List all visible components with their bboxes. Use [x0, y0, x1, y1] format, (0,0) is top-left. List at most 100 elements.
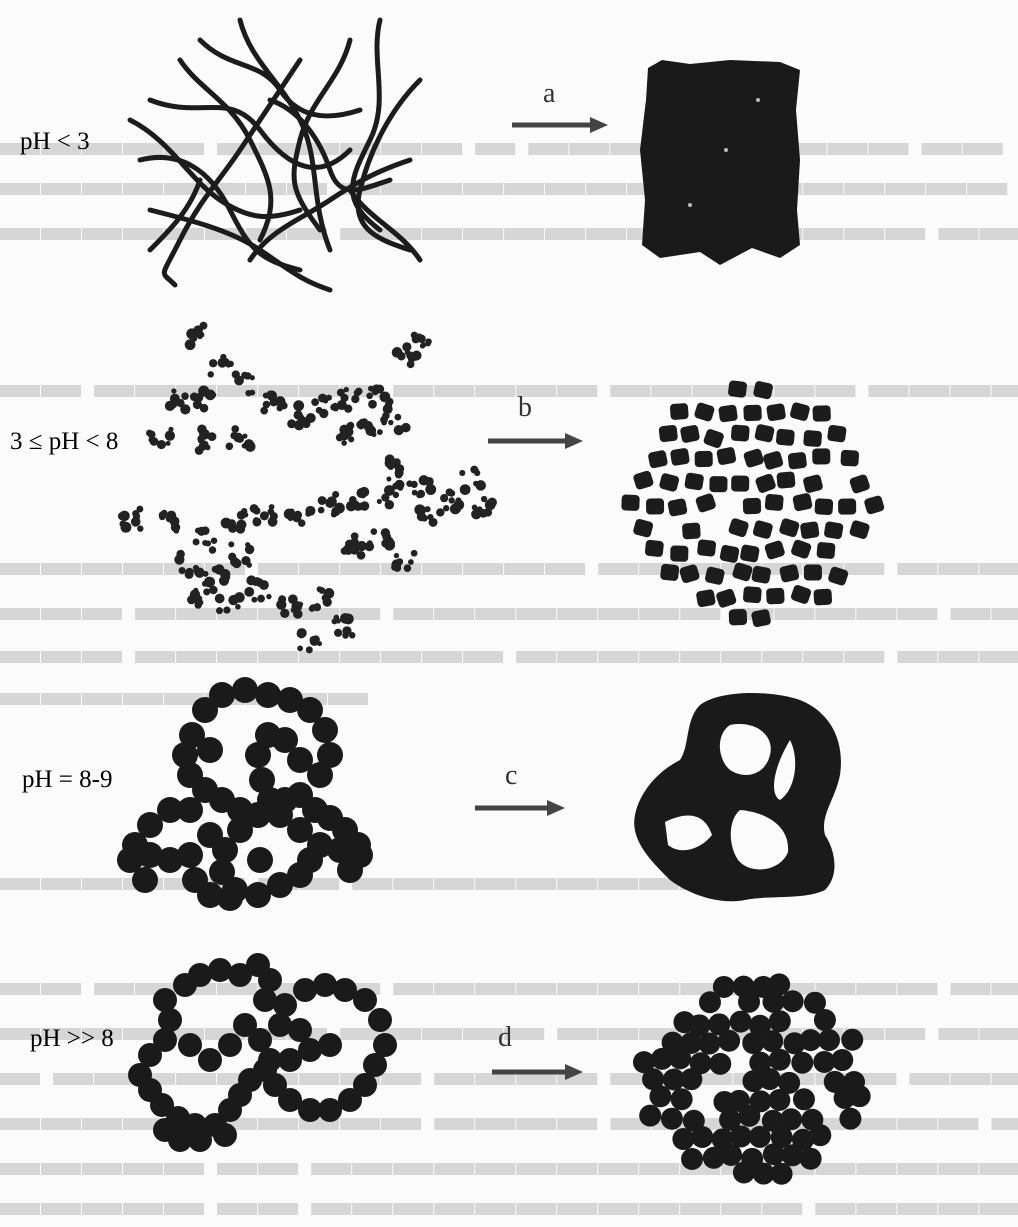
- fractal-particle: [406, 480, 413, 487]
- fractal-particle: [171, 395, 178, 402]
- fractal-particle: [481, 496, 487, 502]
- bead: [312, 717, 338, 743]
- fractal-particle: [211, 537, 217, 543]
- fractal-particle: [412, 351, 422, 361]
- fractal-particle: [436, 508, 444, 516]
- fractal-particle: [251, 597, 257, 603]
- fractal-particle: [223, 606, 230, 613]
- compact-bead: [782, 990, 804, 1012]
- fractal-particle: [233, 433, 243, 443]
- fractal-particle: [211, 392, 216, 397]
- compact-bead: [769, 1010, 791, 1032]
- step-letter-d: d: [498, 1022, 512, 1054]
- fractal-particle: [197, 425, 206, 434]
- bead: [178, 1033, 202, 1057]
- fractal-particle: [404, 564, 412, 572]
- fractal-particle: [385, 454, 395, 464]
- fractal-particle: [176, 550, 184, 558]
- packed-particle: [731, 425, 750, 442]
- fractal-particle: [203, 588, 210, 595]
- fractal-particle: [166, 441, 171, 446]
- arrow-b: [488, 433, 583, 449]
- fractal-particle: [270, 398, 278, 406]
- compact-bead: [698, 1033, 720, 1055]
- packed-particle: [827, 425, 847, 443]
- bead: [353, 988, 377, 1012]
- fractal-particle: [214, 564, 224, 574]
- fractal-particle: [392, 347, 403, 358]
- compact-bead: [730, 1125, 752, 1147]
- packed-particle: [827, 566, 849, 587]
- fractal-particle: [179, 567, 186, 574]
- fractal-particle: [288, 594, 298, 604]
- condition-label-d: pH >> 8: [30, 1025, 114, 1053]
- fractal-particle: [381, 420, 387, 426]
- packed-particle: [764, 540, 786, 561]
- fractal-particle: [425, 338, 431, 344]
- fractal-particle: [209, 546, 216, 553]
- fractal-particle: [293, 400, 304, 411]
- bead: [297, 847, 323, 873]
- fractal-particle: [244, 372, 251, 379]
- fractal-particle: [349, 496, 356, 503]
- fused-network: [634, 693, 841, 901]
- packed-particle: [670, 545, 688, 561]
- packed-particle: [792, 492, 813, 511]
- bead: [255, 682, 281, 708]
- fractal-particle: [199, 322, 207, 330]
- fractal-particle: [318, 496, 327, 505]
- fractal-particle: [148, 437, 153, 442]
- fractal-particle: [347, 422, 354, 429]
- fractal-particle: [331, 511, 337, 517]
- fractal-particle: [171, 388, 176, 393]
- fractal-particle: [449, 497, 455, 503]
- packed-particle: [743, 405, 762, 422]
- fractal-clusters: [118, 322, 497, 654]
- fractal-particle: [381, 493, 389, 501]
- packed-particle: [787, 452, 807, 470]
- fractal-particle: [280, 402, 288, 410]
- packed-particle: [766, 403, 786, 422]
- packed-particle: [838, 499, 856, 515]
- fractal-particle: [367, 540, 373, 546]
- fractal-particle: [345, 540, 354, 549]
- fractal-particle: [455, 497, 461, 503]
- compact-bead: [661, 1108, 683, 1130]
- packed-particle: [840, 450, 859, 467]
- fractal-particle: [392, 483, 399, 490]
- fractal-particle: [478, 485, 483, 490]
- packed-particle: [695, 492, 717, 513]
- fractal-particle: [245, 545, 255, 555]
- fractal-particle: [298, 519, 306, 527]
- fractal-particle: [351, 395, 359, 403]
- fractal-particle: [253, 581, 258, 586]
- packed-particle: [849, 519, 871, 540]
- packed-particle: [658, 472, 679, 492]
- fractal-particle: [387, 488, 392, 493]
- bead: [177, 797, 203, 823]
- fractal-particle: [193, 565, 199, 571]
- packed-particle: [728, 517, 750, 538]
- bead: [368, 1008, 392, 1032]
- fractal-particle: [165, 431, 175, 441]
- fractal-particle: [235, 375, 240, 380]
- compact-bead: [763, 991, 785, 1013]
- fractal-particle: [253, 507, 261, 515]
- fractal-particle: [383, 404, 393, 414]
- fractal-particle: [252, 517, 261, 526]
- fractal-particle: [165, 401, 175, 411]
- packed-particle: [703, 428, 725, 449]
- fractal-particle: [241, 508, 247, 514]
- fractal-particle: [244, 439, 254, 449]
- fractal-particle: [316, 407, 323, 414]
- packed-particle: [816, 542, 835, 559]
- fractal-particle: [344, 387, 349, 392]
- bead: [158, 1008, 182, 1032]
- compact-bead: [849, 1085, 871, 1107]
- packed-particle: [670, 448, 690, 467]
- bead: [273, 993, 297, 1017]
- fractal-particle: [246, 562, 252, 568]
- fractal-particle: [417, 334, 426, 343]
- compact-bead: [720, 1144, 742, 1166]
- fractal-particle: [199, 387, 209, 397]
